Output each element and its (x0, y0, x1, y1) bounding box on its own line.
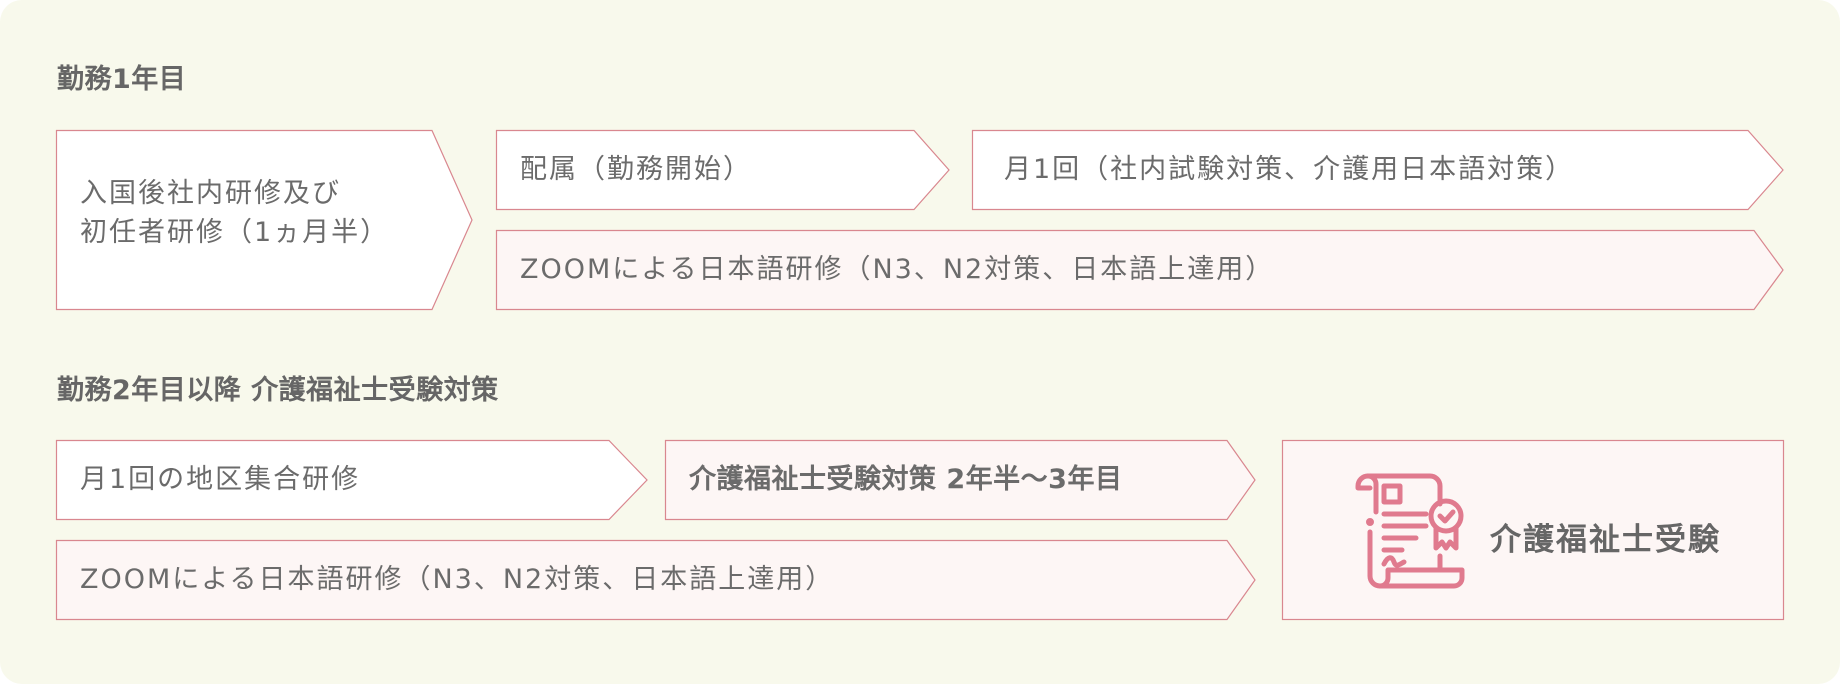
section2-heading: 勤務2年目以降 介護福祉士受験対策 (57, 375, 499, 406)
step-initial-training: 入国後社内研修及び 初任者研修（1ヵ月半） (55, 129, 474, 311)
step-care-worker-exam-prep: 介護福祉士受験対策 2年半〜3年目 (664, 439, 1259, 521)
step-monthly-exam-prep: 月1回（社内試験対策、介護用日本語対策） (971, 129, 1786, 211)
goal-label: 介護福祉士受験 (1490, 522, 1721, 558)
step-zoom-japanese-training-1: ZOOMによる日本語研修（N3、N2対策、日本語上達用） (495, 229, 1786, 311)
step-care-worker-exam-prep-label: 介護福祉士受験対策 2年半〜3年目 (689, 464, 1123, 496)
goal-care-worker-exam: 介護福祉士受験 (1281, 439, 1785, 621)
step-assignment: 配属（勤務開始） (495, 129, 952, 211)
section1-heading: 勤務1年目 (57, 64, 187, 95)
certificate-scroll-icon (1350, 472, 1470, 590)
step-regional-training-label: 月1回の地区集合研修 (80, 464, 361, 496)
step-monthly-exam-prep-label: 月1回（社内試験対策、介護用日本語対策） (1004, 154, 1575, 186)
step-regional-training: 月1回の地区集合研修 (55, 439, 650, 521)
step-zoom-japanese-training-1-label: ZOOMによる日本語研修（N3、N2対策、日本語上達用） (520, 254, 1275, 286)
step-assignment-label: 配属（勤務開始） (520, 154, 752, 186)
step-zoom-japanese-training-2: ZOOMによる日本語研修（N3、N2対策、日本語上達用） (55, 539, 1259, 621)
step-initial-training-line1: 入国後社内研修及び (80, 178, 341, 209)
step-zoom-japanese-training-2-label: ZOOMによる日本語研修（N3、N2対策、日本語上達用） (80, 564, 835, 596)
step-initial-training-line2: 初任者研修（1ヵ月半） (80, 217, 390, 249)
